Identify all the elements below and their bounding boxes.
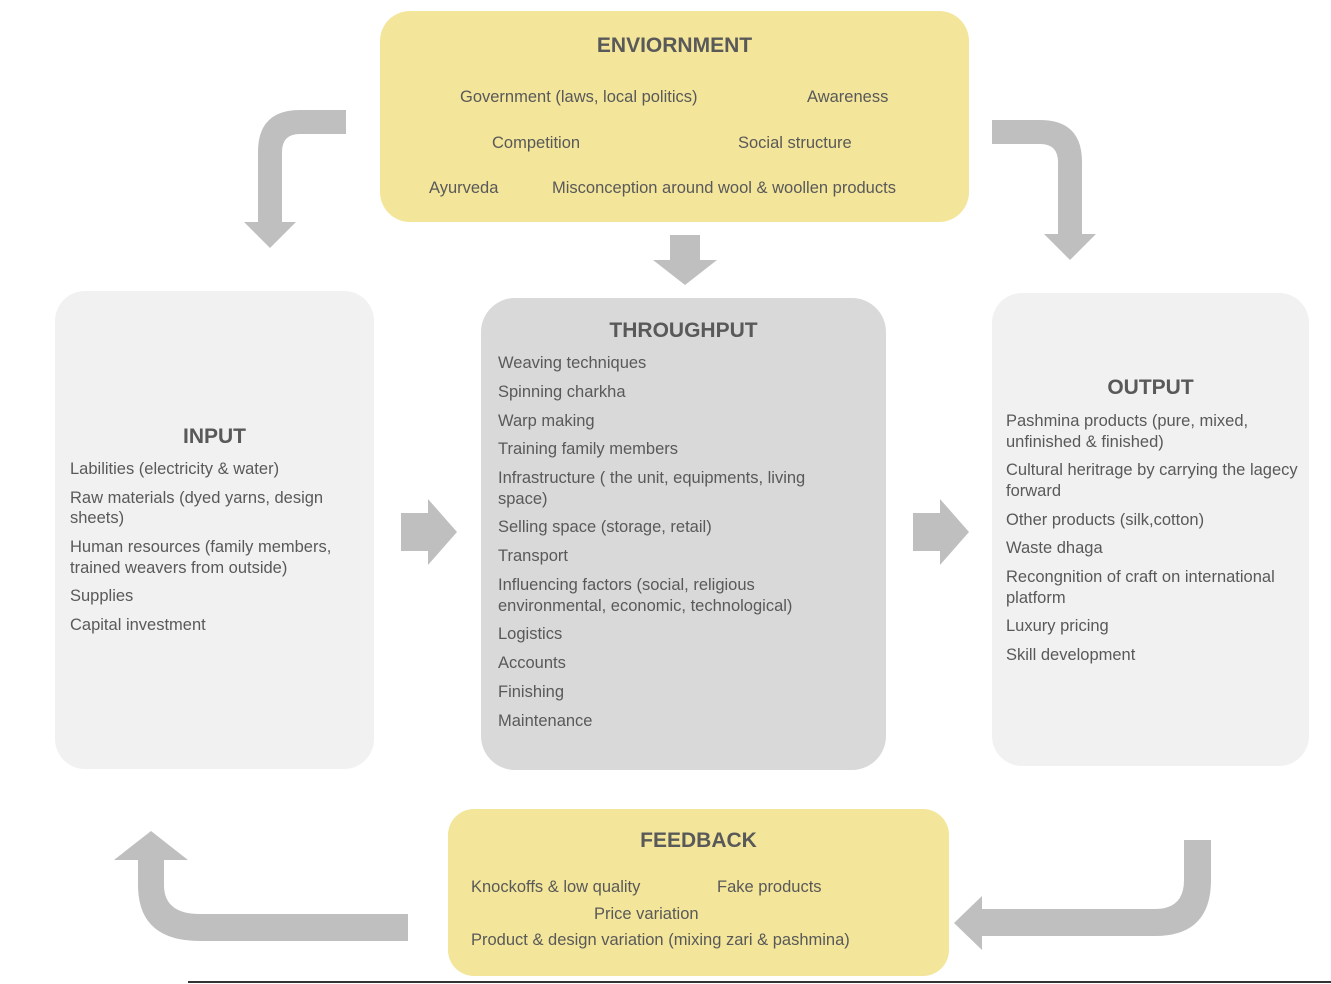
environment-title: ENVIORNMENT — [596, 34, 753, 57]
output-list: Pashmina products (pure, mixed, unfinish… — [1006, 411, 1302, 674]
list-item: Cultural heritrage by carrying the lagec… — [1006, 461, 1298, 500]
list-item: Infrastructure ( the unit, equipments, l… — [498, 469, 806, 508]
list-item: Luxury pricing — [1006, 617, 1109, 636]
list-item: Selling space (storage, retail) — [498, 518, 712, 537]
input-box: INPUT Labilities (electricity & water) R… — [55, 291, 374, 769]
list-item: Influencing factors (social, religious e… — [498, 576, 793, 615]
list-item: Maintenance — [498, 711, 593, 730]
environment-item-social-structure: Social structure — [738, 134, 852, 152]
environment-item-awareness: Awareness — [807, 88, 889, 106]
throughput-list: Weaving techniques Spinning charkha Warp… — [498, 353, 858, 740]
env-to-input-arrow — [244, 110, 346, 248]
list-item: Spinning charkha — [498, 382, 626, 401]
env-to-output-arrow — [992, 120, 1096, 260]
list-item: Supplies — [70, 587, 134, 606]
throughput-title: THROUGHPUT — [609, 319, 758, 342]
list-item: Pashmina products (pure, mixed, unfinish… — [1006, 412, 1249, 451]
list-item: Warp making — [498, 411, 595, 430]
list-item: Logistics — [498, 625, 563, 644]
environment-item-misconception: Misconception around wool & woollen prod… — [552, 179, 896, 197]
list-item: Transport — [498, 547, 568, 566]
input-list: Labilities (electricity & water) Raw mat… — [70, 459, 360, 644]
feedback-item-product-design: Product & design variation (mixing zari … — [471, 931, 850, 949]
list-item: Weaving techniques — [498, 354, 647, 372]
feedback-item-knockoffs: Knockoffs & low quality — [471, 878, 641, 896]
list-item: Waste dhaga — [1006, 539, 1103, 558]
output-title: OUTPUT — [1107, 376, 1194, 399]
list-item: Skill development — [1006, 646, 1136, 665]
list-item: Labilities (electricity & water) — [70, 460, 280, 478]
list-item: Training family members — [498, 440, 679, 459]
environment-item-competition: Competition — [492, 134, 581, 152]
list-item: Human resources (family members, trained… — [70, 538, 332, 577]
list-item: Finishing — [498, 682, 565, 701]
feedback-item-fake-products: Fake products — [717, 878, 822, 896]
throughput-to-output-arrow — [913, 499, 969, 565]
env-to-throughput-arrow — [653, 235, 717, 285]
feedback-to-input-arrow — [114, 831, 408, 941]
environment-box: ENVIORNMENT Government (laws, local poli… — [380, 11, 969, 222]
output-to-feedback-arrow — [954, 840, 1211, 950]
list-item: Recongnition of craft on international p… — [1006, 568, 1275, 607]
bottom-divider — [188, 981, 1331, 983]
environment-item-government: Government (laws, local politics) — [460, 88, 698, 106]
list-item: Capital investment — [70, 616, 206, 635]
environment-item-ayurveda: Ayurveda — [429, 179, 499, 197]
feedback-item-price-variation: Price variation — [594, 905, 699, 923]
input-to-throughput-arrow — [401, 499, 457, 565]
feedback-title: FEEDBACK — [640, 829, 757, 852]
list-item: Raw materials (dyed yarns, design sheets… — [70, 488, 324, 528]
list-item: Other products (silk,cotton) — [1006, 510, 1205, 529]
output-box: OUTPUT Pashmina products (pure, mixed, u… — [992, 293, 1309, 766]
list-item: Accounts — [498, 654, 566, 673]
throughput-box: THROUGHPUT Weaving techniques Spinning c… — [481, 298, 886, 770]
feedback-box: FEEDBACK Knockoffs & low quality Fake pr… — [448, 809, 949, 976]
input-title: INPUT — [183, 425, 246, 448]
